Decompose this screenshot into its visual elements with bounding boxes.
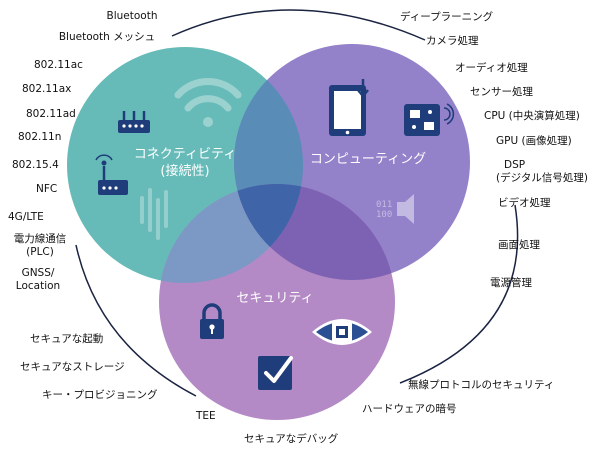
label-802-11ac: 802.11ac — [34, 59, 83, 71]
label-802-11ax: 802.11ax — [22, 83, 72, 95]
chip-icon — [404, 103, 455, 136]
signal-bars-icon — [140, 188, 168, 240]
lock-icon — [200, 303, 224, 339]
label-dsp: DSP (デジタル信号処理) — [496, 159, 588, 185]
label-key-provisioning: キー・プロビジョニング — [42, 389, 158, 401]
label-gnss-line2: Location — [15, 280, 61, 292]
label-nfc: NFC — [36, 183, 58, 195]
router-icon — [118, 111, 150, 133]
binary-line-1: 011 — [376, 200, 392, 210]
outer-arc-top — [171, 9, 426, 41]
overlap-computing-security — [234, 184, 395, 280]
label-802-15-4: 802.15.4 — [12, 159, 59, 171]
tablet-icon — [329, 79, 369, 136]
label-secure-boot: セキュアな起動 — [30, 333, 104, 345]
label-802-11n: 802.11n — [18, 131, 62, 143]
eye-chip-icon — [312, 319, 372, 345]
label-plc-line2: (PLC) — [26, 246, 54, 258]
label-gpu: GPU (画像処理) — [496, 135, 572, 147]
label-gnss-line1: GNSS/ — [21, 267, 55, 279]
label-dsp-line2: (デジタル信号処理) — [496, 172, 588, 184]
label-wireless-security: 無線プロトコルのセキュリティ — [408, 379, 555, 391]
label-secure-storage: セキュアなストレージ — [20, 361, 125, 373]
computing-title: コンピューティング — [309, 152, 427, 167]
label-display: 画面処理 — [498, 239, 540, 251]
label-secure-debug: セキュアなデバッグ — [244, 433, 339, 445]
label-4g-lte: 4G/LTE — [8, 211, 44, 223]
connectivity-subtitle-line: (接続性) — [160, 164, 210, 179]
label-bluetooth: Bluetooth — [106, 10, 158, 22]
label-video: ビデオ処理 — [498, 197, 551, 209]
label-dsp-line1: DSP — [504, 159, 526, 171]
checkbox-icon — [258, 356, 293, 390]
wifi-icon — [174, 78, 242, 127]
connectivity-title: コネクティビティ (接続性) — [130, 146, 240, 180]
binary-speaker-icon: 011 100 — [376, 194, 414, 224]
connectivity-title-line: コネクティビティ — [133, 147, 237, 162]
label-sensor: センサー処理 — [470, 86, 533, 98]
label-bluetooth-mesh: Bluetooth メッシュ — [58, 31, 156, 43]
overlap-connectivity-security — [159, 184, 303, 283]
label-plc: 電力線通信 (PLC) — [0, 233, 80, 259]
label-power: 電源管理 — [490, 277, 532, 289]
label-cpu: CPU (中央演算処理) — [484, 110, 580, 122]
label-802-11ad: 802.11ad — [26, 108, 76, 120]
label-audio: オーディオ処理 — [455, 62, 528, 74]
label-hw-crypto: ハードウェアの暗号 — [362, 403, 457, 415]
outer-arc-right — [399, 204, 519, 384]
wireless-router-icon — [95, 154, 128, 195]
binary-line-2: 100 — [376, 210, 392, 220]
label-deep-learning: ディープラーニング — [400, 11, 494, 23]
security-title: セキュリティ — [236, 291, 314, 306]
label-tee: TEE — [196, 410, 216, 422]
label-plc-line1: 電力線通信 — [13, 233, 67, 245]
outer-arc-left — [75, 244, 197, 397]
label-gnss: GNSS/ Location — [0, 267, 76, 293]
label-camera: カメラ処理 — [426, 35, 479, 47]
